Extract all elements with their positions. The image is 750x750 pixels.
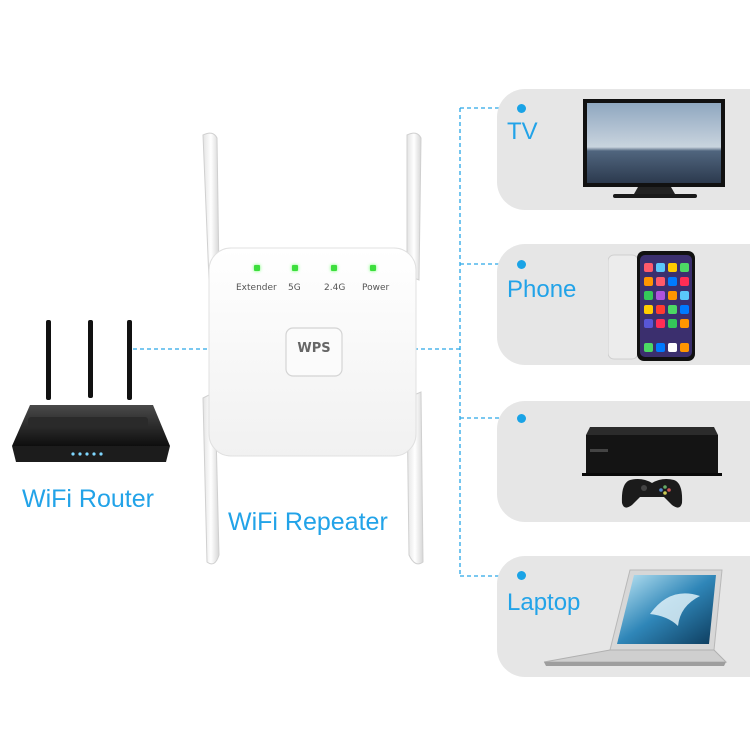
led-2g (331, 265, 337, 271)
tv-connector-dot (517, 104, 526, 113)
laptop-icon (543, 569, 728, 666)
laptop-connector-dot (517, 571, 526, 580)
indicator-extender-label: Extender (236, 283, 277, 293)
tv-icon (583, 99, 725, 198)
phone-connector-dot (517, 260, 526, 269)
phone-label: Phone (507, 276, 577, 303)
repeater-device: Extender 5G 2.4G Power WPS (195, 130, 435, 570)
repeater-icon (202, 132, 424, 565)
router-icon (12, 320, 170, 462)
console-icon (582, 427, 722, 508)
laptop-label: Laptop (507, 589, 581, 616)
tv-label: TV (507, 118, 538, 145)
indicator-power-label: Power (362, 283, 390, 293)
router-group (8, 318, 178, 468)
indicator-5g-label: 5G (288, 283, 301, 293)
led-5g (292, 265, 298, 271)
phone-icon (608, 251, 695, 361)
led-power (370, 265, 376, 271)
wps-button-label: WPS (297, 341, 331, 356)
indicator-2g-label: 2.4G (324, 283, 346, 293)
repeater-label: WiFi Repeater (228, 508, 388, 536)
led-extender (254, 265, 260, 271)
router-label: WiFi Router (22, 485, 154, 513)
console-connector-dot (517, 414, 526, 423)
